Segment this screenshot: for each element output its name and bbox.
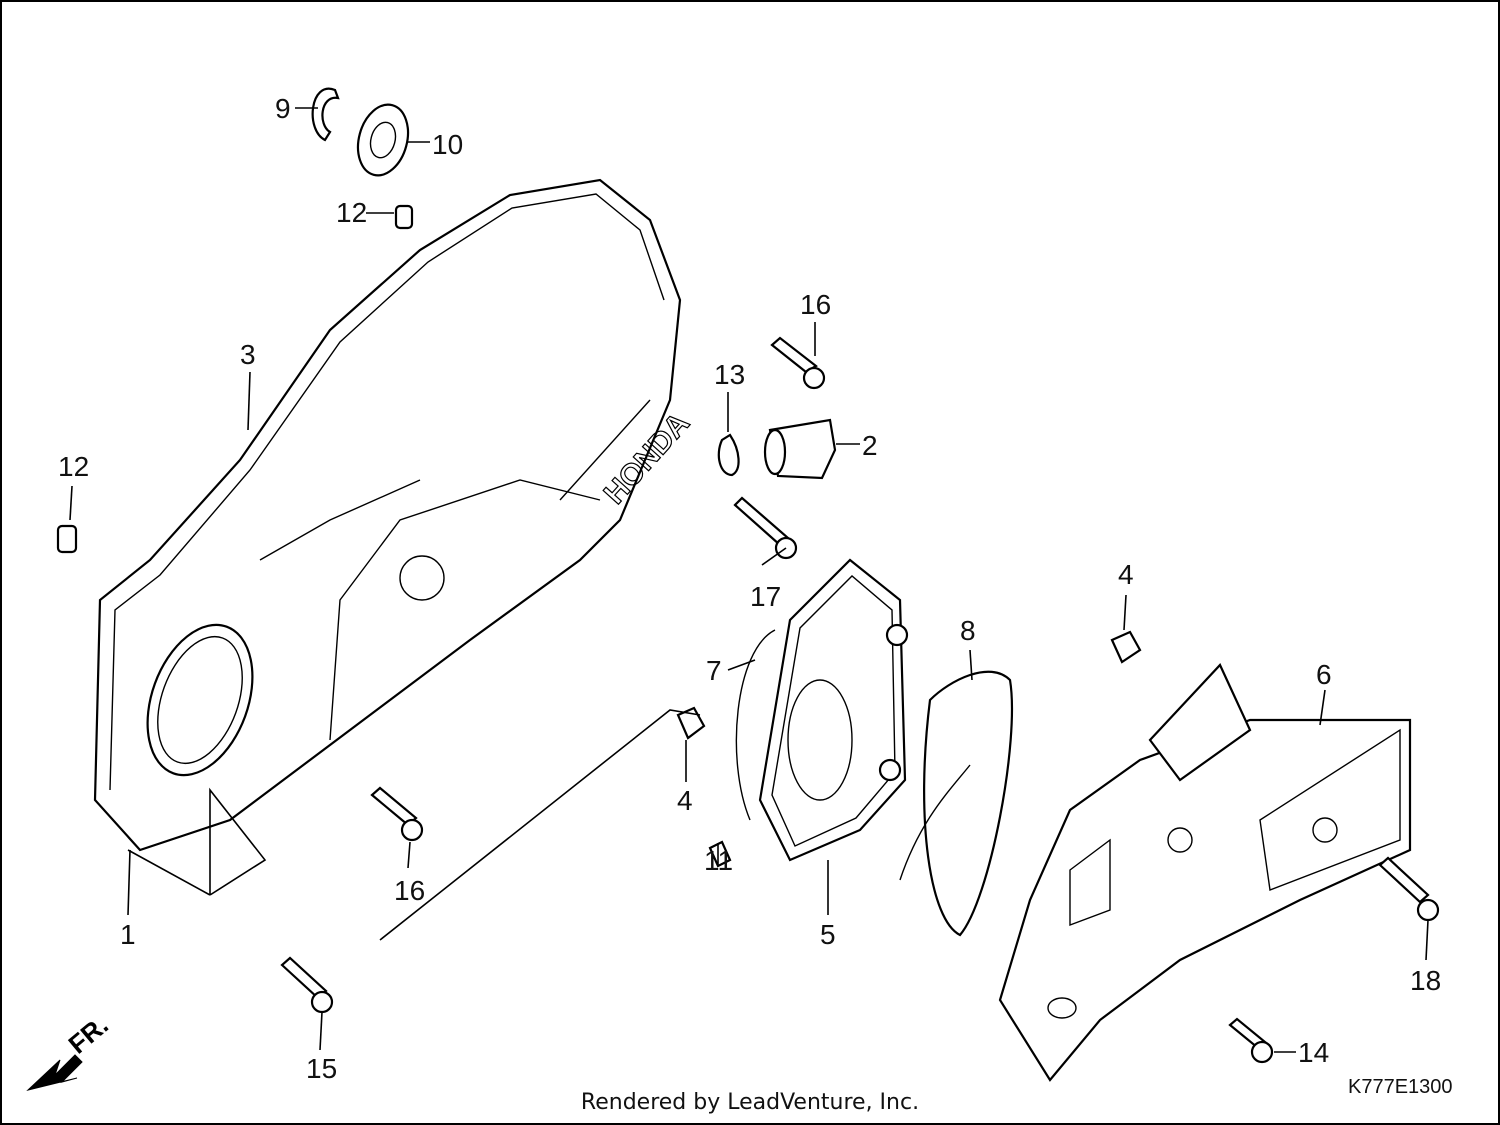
callout-3[interactable]: 3 — [240, 339, 256, 370]
callout-9[interactable]: 9 — [275, 93, 291, 124]
callout-12-upper[interactable]: 12 — [336, 197, 367, 228]
diagram-code: K777E1300 — [1348, 1076, 1453, 1098]
nut-upper[interactable] — [1110, 630, 1142, 664]
callout-18[interactable]: 18 — [1410, 965, 1441, 996]
callout-5[interactable]: 5 — [820, 919, 836, 950]
callout-17[interactable]: 17 — [750, 581, 781, 612]
bolt-15[interactable] — [280, 956, 334, 1014]
callout-11[interactable]: 11 — [704, 845, 733, 876]
callout-16-upper[interactable]: 16 — [800, 289, 831, 320]
callout-16-lower[interactable]: 16 — [394, 875, 425, 906]
callout-14[interactable]: 14 — [1298, 1037, 1329, 1068]
bearing[interactable] — [351, 99, 416, 181]
callout-4-upper[interactable]: 4 — [1118, 559, 1134, 590]
clip[interactable] — [717, 433, 740, 477]
bolt-16-upper[interactable] — [770, 336, 826, 390]
gasket[interactable] — [735, 629, 776, 821]
bolt-14[interactable] — [1228, 1017, 1274, 1064]
callout-15[interactable]: 15 — [306, 1053, 337, 1084]
seal-ring-tail — [899, 764, 971, 881]
callout-12-left[interactable]: 12 — [58, 451, 89, 482]
left-crankcase-cover[interactable]: HONDA — [93, 178, 696, 852]
inner-cover[interactable] — [758, 558, 909, 862]
callout-1[interactable]: 1 — [120, 919, 136, 950]
circlip[interactable] — [311, 87, 340, 142]
callout-2[interactable]: 2 — [862, 430, 878, 461]
callout-13[interactable]: 13 — [714, 359, 745, 390]
callout-6[interactable]: 6 — [1316, 659, 1332, 690]
dowel-pin-left[interactable] — [56, 524, 78, 554]
outer-cover[interactable] — [998, 663, 1412, 1082]
front-direction-arrow-icon: FR. — [26, 1010, 114, 1091]
seal-ring[interactable] — [923, 670, 1014, 937]
bolt-18[interactable] — [1378, 856, 1440, 922]
callout-8[interactable]: 8 — [960, 615, 976, 646]
callout-4-lower[interactable]: 4 — [677, 785, 693, 816]
footer-credit: Rendered by LeadVenture, Inc. — [580, 1090, 920, 1115]
leader-lines — [69, 107, 1429, 1053]
bolt-16-lower[interactable] — [370, 786, 424, 842]
dowel-pin-upper[interactable] — [394, 204, 414, 230]
bolt-17[interactable] — [733, 496, 798, 560]
plug[interactable] — [763, 418, 837, 480]
callout-7[interactable]: 7 — [706, 655, 722, 686]
direction-label: FR. — [63, 1010, 114, 1060]
nut-lower[interactable] — [676, 706, 706, 740]
callout-10[interactable]: 10 — [432, 129, 463, 160]
